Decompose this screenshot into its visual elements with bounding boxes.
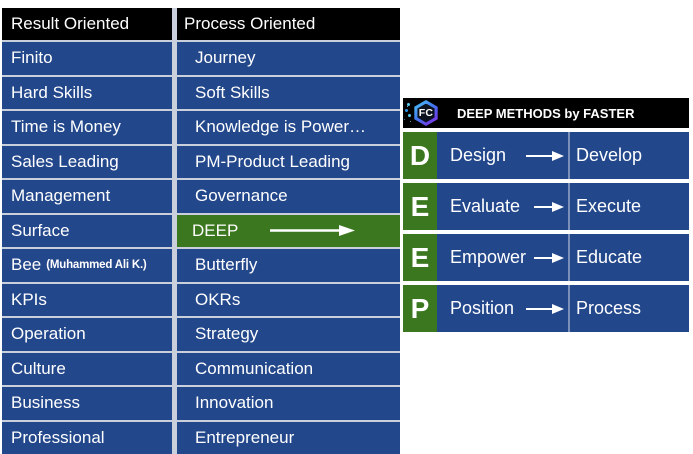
table-cell-process: Strategy — [177, 318, 400, 351]
from-cell: Design — [437, 132, 568, 179]
letter-badge: P — [403, 285, 437, 332]
arrow-right-icon — [526, 150, 564, 161]
to-cell: Develop — [568, 132, 689, 179]
arrow-right-icon — [534, 252, 564, 263]
table-cell-result: Surface — [2, 214, 172, 247]
from-cell: Evaluate — [437, 183, 568, 230]
table-cell-result: Culture — [2, 352, 172, 385]
table-row: Professional Entrepreneur — [2, 421, 400, 454]
fc-logo-icon: FC — [407, 100, 439, 126]
logo-dots-decoration — [407, 103, 410, 106]
from-cell: Empower — [437, 234, 568, 281]
from-cell: Position — [437, 285, 568, 332]
hexagon-icon: FC — [414, 100, 438, 126]
from-label: Position — [450, 298, 515, 318]
arrow-right-icon — [534, 201, 564, 212]
table-cell-process: Communication — [177, 352, 400, 385]
table-cell-process: Journey — [177, 42, 400, 75]
deep-row-words: Position Process — [437, 285, 689, 332]
deep-row-words: Design Develop — [437, 132, 689, 179]
table-cell-result: Operation — [2, 318, 172, 351]
table-cell-result: Bee (Muhammed Ali K.) — [2, 249, 172, 282]
bee-label: Bee — [11, 255, 42, 275]
table-row-bee-butterfly: Bee (Muhammed Ali K.) Butterfly — [2, 249, 400, 282]
table-cell-result: Management — [2, 180, 172, 213]
table-cell-process: Entrepreneur — [177, 421, 400, 454]
table-row: Finito Journey — [2, 42, 400, 75]
logo-monogram: FC — [417, 103, 435, 123]
table-cell-process: PM-Product Leading — [177, 145, 400, 178]
table-cell-result: Sales Leading — [2, 145, 172, 178]
table-row: Culture Communication — [2, 352, 400, 385]
table-cell-result: Finito — [2, 42, 172, 75]
table-cell-result: Hard Skills — [2, 76, 172, 109]
table-cell-process: Butterfly — [177, 249, 400, 282]
to-cell: Process — [568, 285, 689, 332]
table-cell-result: Professional — [2, 421, 172, 454]
column-header-result-oriented: Result Oriented — [2, 8, 172, 40]
table-row-surface-deep: Surface DEEP — [2, 214, 400, 247]
table-row: Operation Strategy — [2, 318, 400, 351]
deep-row-d: D Design Develop — [403, 132, 689, 179]
deep-row-e1: E Evaluate Execute — [403, 183, 689, 230]
table-row: Management Governance — [2, 180, 400, 213]
table-cell-process: OKRs — [177, 283, 400, 316]
table-cell-process: Knowledge is Power… — [177, 111, 400, 144]
table-row: Time is Money Knowledge is Power… — [2, 111, 400, 144]
deep-row-words: Empower Educate — [437, 234, 689, 281]
table-row: Sales Leading PM-Product Leading — [2, 145, 400, 178]
comparison-table: Result Oriented Process Oriented Finito … — [2, 8, 400, 454]
table-cell-deep-highlight: DEEP — [177, 214, 400, 247]
letter-badge: E — [403, 183, 437, 230]
table-row: Hard Skills Soft Skills — [2, 76, 400, 109]
table-cell-result: Business — [2, 387, 172, 420]
table-cell-result: Time is Money — [2, 111, 172, 144]
bee-note: (Muhammed Ali K.) — [46, 259, 147, 272]
deep-panel-header: FC DEEP METHODS by FASTER — [403, 98, 689, 128]
from-label: Empower — [450, 247, 527, 267]
table-header-row: Result Oriented Process Oriented — [2, 8, 400, 40]
deep-row-p: P Position Process — [403, 285, 689, 332]
arrow-right-icon — [526, 303, 564, 314]
deep-methods-panel: FC DEEP METHODS by FASTER D Design Devel… — [403, 98, 689, 332]
to-cell: Execute — [568, 183, 689, 230]
from-label: Evaluate — [450, 196, 521, 216]
deep-row-e2: E Empower Educate — [403, 234, 689, 281]
table-cell-process: Governance — [177, 180, 400, 213]
deep-label: DEEP — [192, 220, 239, 240]
deep-panel-title: DEEP METHODS by FASTER — [457, 105, 635, 121]
arrow-right-icon — [270, 225, 356, 237]
letter-badge: D — [403, 132, 437, 179]
table-row: KPIs OKRs — [2, 283, 400, 316]
table-row: Business Innovation — [2, 387, 400, 420]
table-cell-result: KPIs — [2, 283, 172, 316]
column-header-process-oriented: Process Oriented — [177, 8, 400, 40]
table-cell-process: Innovation — [177, 387, 400, 420]
table-cell-process: Soft Skills — [177, 76, 400, 109]
letter-badge: E — [403, 234, 437, 281]
from-label: Design — [450, 145, 507, 165]
deep-row-words: Evaluate Execute — [437, 183, 689, 230]
to-cell: Educate — [568, 234, 689, 281]
